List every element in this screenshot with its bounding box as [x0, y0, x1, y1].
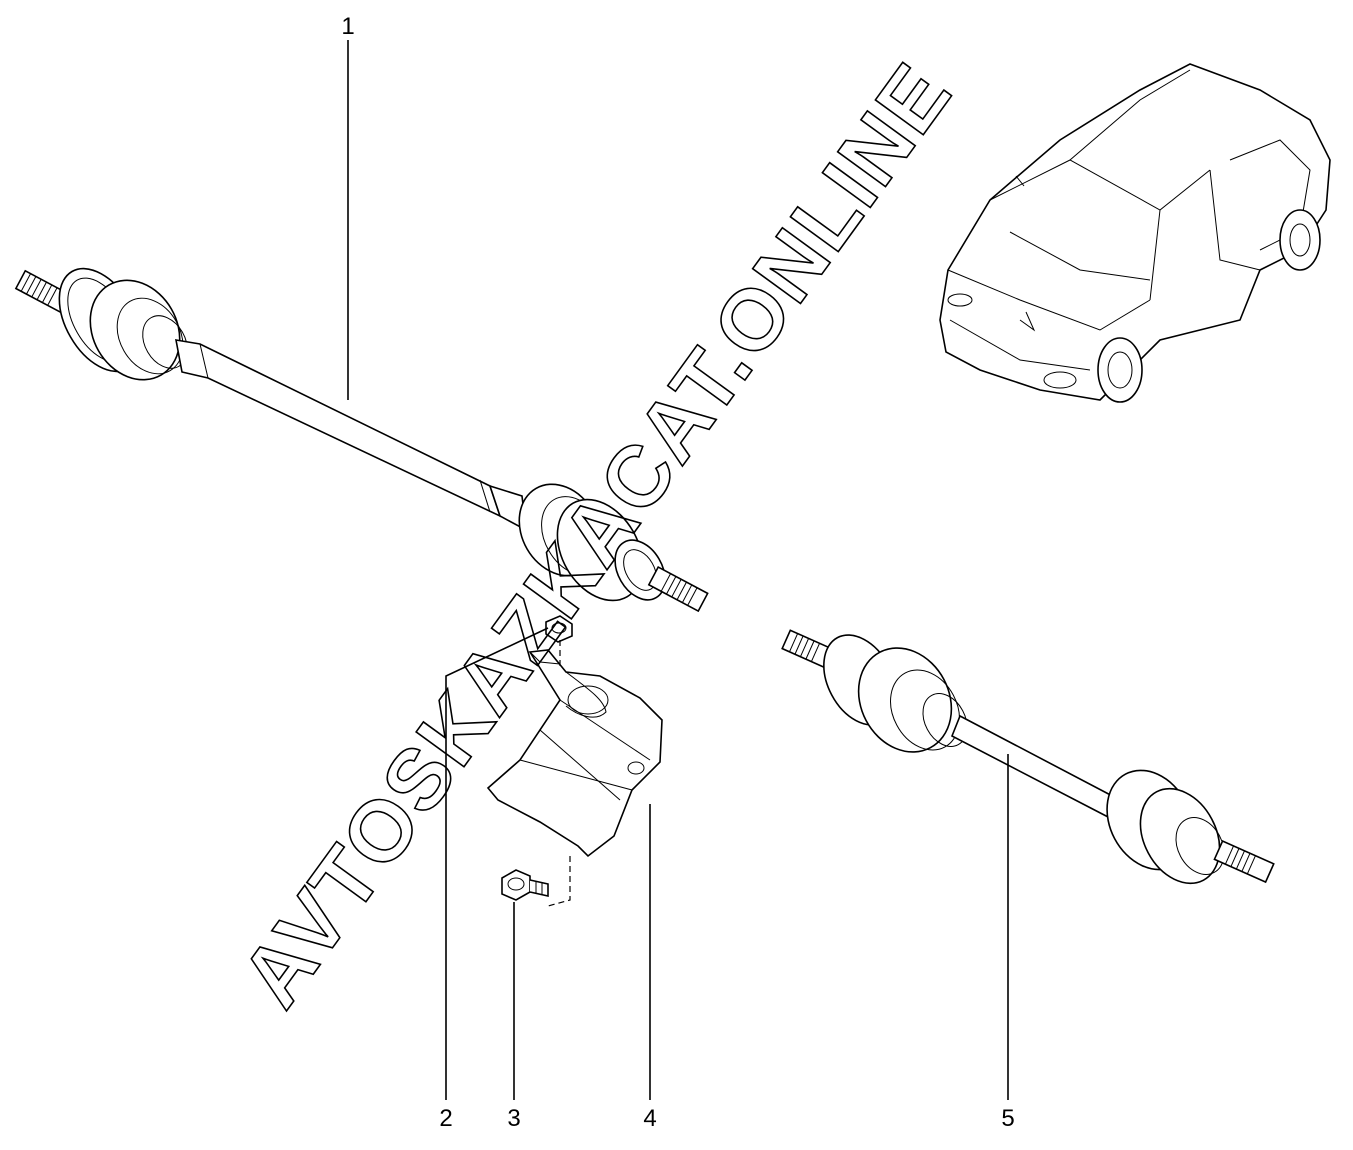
callout-5: 5 — [1001, 1105, 1014, 1132]
callout-2: 2 — [439, 1105, 452, 1132]
vehicle-illustration — [939, 63, 1331, 403]
drive-shaft-long — [14, 267, 709, 613]
nut — [545, 615, 573, 643]
leader-line-2 — [445, 627, 549, 1100]
callout-3: 3 — [507, 1105, 520, 1132]
heat-shield — [486, 649, 663, 858]
alignment-line — [547, 856, 571, 907]
watermark: AVTOSKAZKACAT.ONLINE — [223, 46, 970, 1024]
bolt — [501, 869, 549, 901]
drive-shaft-short — [781, 629, 1275, 885]
callout-4: 4 — [643, 1105, 656, 1132]
callout-1: 1 — [341, 13, 354, 40]
